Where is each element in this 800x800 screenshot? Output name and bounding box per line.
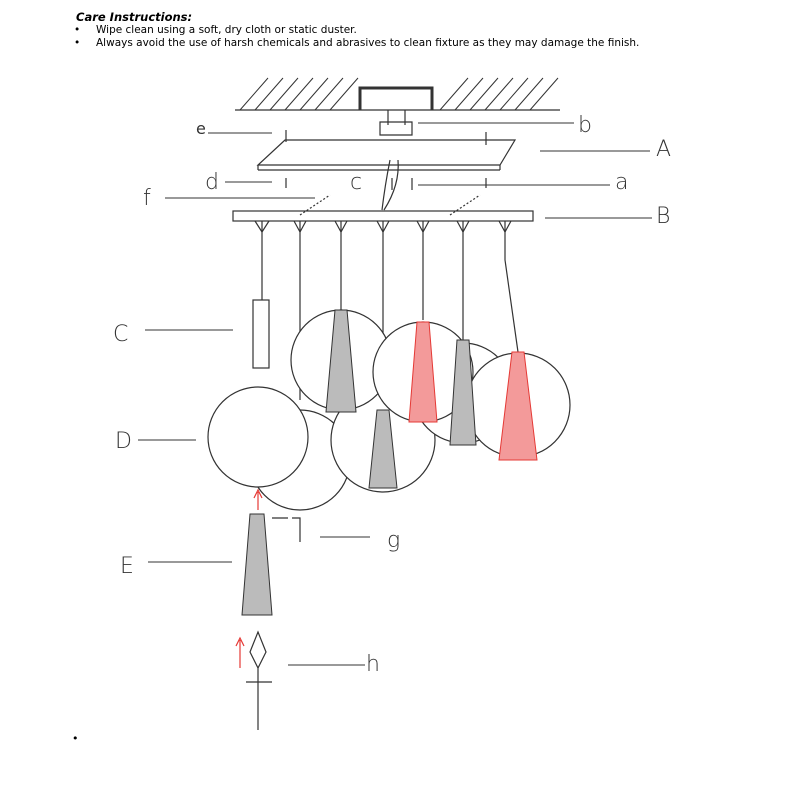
label-E: E — [120, 554, 134, 579]
label-f: f — [143, 186, 151, 211]
socket — [252, 299, 270, 369]
label-B: B — [656, 204, 670, 229]
pendant-cords — [254, 220, 519, 410]
label-a: a — [615, 170, 628, 195]
glass-globes — [207, 309, 571, 511]
care-title: Care Instructions: — [76, 10, 193, 24]
label-A: A — [656, 137, 671, 162]
ceiling — [235, 77, 560, 111]
label-D: D — [115, 429, 132, 454]
label-d: d — [205, 170, 219, 195]
label-h: h — [366, 652, 380, 677]
care-instructions: Care Instructions: Wipe clean using a so… — [74, 10, 639, 50]
label-e: e — [196, 119, 206, 138]
care-item: Always avoid the use of harsh chemicals … — [74, 37, 639, 50]
label-c: c — [350, 170, 362, 195]
canopy-plate — [256, 139, 517, 166]
finial — [246, 630, 272, 730]
label-g: g — [387, 528, 400, 553]
mounting-bar — [232, 210, 534, 222]
mesh-shades — [241, 309, 538, 616]
label-b: b — [578, 113, 592, 138]
care-item: Wipe clean using a soft, dry cloth or st… — [74, 24, 639, 37]
empty-bullet: • — [72, 732, 79, 745]
label-C: C — [113, 322, 128, 347]
